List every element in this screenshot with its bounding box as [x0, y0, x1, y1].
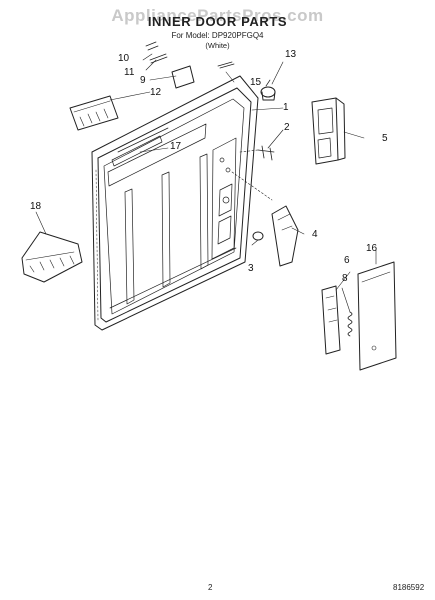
part-17-trim [117, 127, 169, 153]
parts-9-10-11 [145, 41, 195, 89]
model-subtitle: For Model: DP920PFGQ4 [171, 31, 264, 40]
callout-17: 17 [170, 141, 182, 152]
document-number: 8186592 [393, 583, 425, 592]
part-6-switch-bracket [321, 285, 341, 355]
callout-1: 1 [283, 102, 289, 113]
part-3-pin [252, 231, 264, 241]
part-16-side-panel [357, 261, 397, 371]
part-12-bracket [69, 95, 119, 131]
callout-8: 8 [342, 273, 348, 284]
callout-11: 11 [124, 67, 135, 78]
part-18-vent-block [21, 231, 83, 283]
callout-12: 12 [150, 87, 162, 98]
part-5-latch-housing [311, 97, 346, 165]
callout-15: 15 [250, 77, 262, 88]
callout-6: 6 [344, 255, 350, 266]
callout-16: 16 [366, 243, 378, 254]
callout-2: 2 [284, 122, 290, 133]
watermark: AppliancePartsPros.com [111, 6, 324, 25]
color-variant: (White) [205, 41, 230, 50]
callout-9: 9 [140, 75, 146, 86]
callout-13: 13 [285, 49, 297, 60]
callout-18: 18 [30, 201, 42, 212]
inner-door-panel [91, 75, 259, 331]
part-8-spring [347, 311, 353, 337]
callout-4: 4 [312, 229, 318, 240]
part-2-fastener [257, 145, 275, 161]
part-13-knob [260, 79, 276, 101]
page-title: INNER DOOR PARTS [147, 14, 288, 29]
part-15-screw [217, 61, 235, 69]
part-4-latch-lever [271, 205, 299, 267]
callout-5: 5 [382, 133, 388, 144]
callout-3: 3 [248, 263, 254, 274]
page-number: 2 [208, 583, 213, 592]
callout-10: 10 [118, 53, 130, 64]
